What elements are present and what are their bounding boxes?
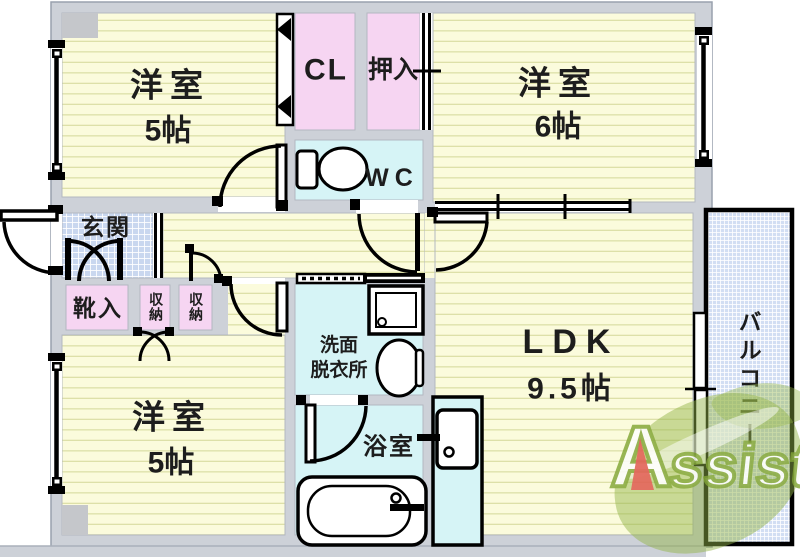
corridor-storage-door <box>185 244 223 283</box>
bedroom-bottom-door <box>222 276 289 337</box>
kitchen-counter-icon <box>417 395 484 547</box>
room-corridor <box>162 212 426 279</box>
label-entrance: 玄関 <box>81 213 131 240</box>
room-bedroom-bottom-left <box>61 334 286 536</box>
front-door <box>0 205 63 275</box>
window-left-bottom <box>48 353 65 494</box>
washroom-sliding-door <box>295 272 425 285</box>
label-bedroom-top-right-size: 6帖 <box>534 110 582 144</box>
fixtures <box>154 146 484 547</box>
label-balcony: バルコニー <box>735 310 762 450</box>
bathtub-icon <box>296 475 428 547</box>
window-left-top <box>48 40 65 180</box>
label-bedroom-bottom-left-name: 洋室 <box>132 398 212 436</box>
label-bedroom-bottom-left-size: 5帖 <box>147 446 195 480</box>
label-washroom-line2: 脱衣所 <box>310 360 368 382</box>
oshiire-sliding-door <box>413 13 441 130</box>
balcony-structure <box>703 207 795 547</box>
window-right <box>695 27 712 167</box>
room-cl <box>294 12 356 131</box>
label-bedroom-top-left-size: 5帖 <box>144 114 192 148</box>
watermark-red-triangle <box>631 438 654 490</box>
label-oshiire: 押入 <box>367 55 419 84</box>
doors <box>0 12 632 464</box>
room-bedroom-top-left <box>61 12 286 198</box>
label-ldk-size: 9.5帖 <box>527 372 615 406</box>
bedroom6-sliding-door <box>435 194 632 219</box>
room-storage-b <box>178 284 213 331</box>
label-bathroom: 浴室 <box>363 433 415 461</box>
toilet-icon <box>295 146 369 192</box>
wc-door <box>350 199 420 274</box>
sink-icon <box>375 338 425 398</box>
ldk-door <box>427 207 489 272</box>
label-cl: CL <box>304 53 348 87</box>
balcony-sliding-door <box>685 311 716 467</box>
watermark-rest: ssist <box>665 430 800 501</box>
bathroom-door <box>296 395 368 464</box>
label-storage-b: 収納 <box>189 291 203 322</box>
room-fills <box>61 12 696 536</box>
bedroom-top-door <box>212 143 288 212</box>
label-storage-a: 収納 <box>149 291 163 322</box>
entrance-step <box>154 213 163 278</box>
label-bedroom-top-right-name: 洋室 <box>518 64 598 102</box>
room-bedroom-top-right <box>432 12 696 203</box>
windows <box>48 27 716 494</box>
washing-machine-icon <box>367 284 425 336</box>
storage-double-door <box>133 327 174 362</box>
room-oshiire <box>366 12 421 131</box>
label-shoe-storage: 靴入 <box>73 294 123 321</box>
cl-folding-door <box>275 12 295 127</box>
label-wc: WC <box>365 163 419 192</box>
label-bedroom-top-left-name: 洋室 <box>130 66 210 104</box>
room-shoe-storage <box>65 284 129 331</box>
entrance-double-door <box>65 238 123 282</box>
room-storage-a <box>139 284 171 331</box>
label-ldk-name: LDK <box>522 323 620 362</box>
label-washroom-line1: 洗面 <box>319 335 359 357</box>
